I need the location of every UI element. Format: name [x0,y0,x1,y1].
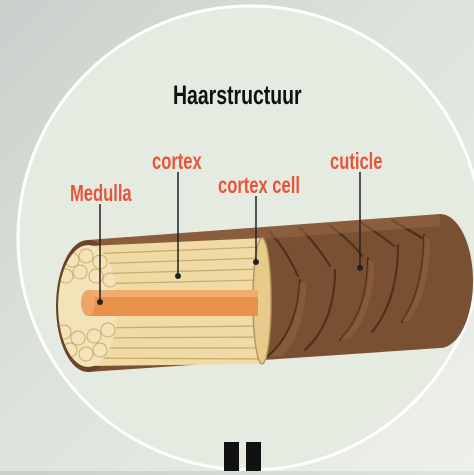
label-cortex: cortex [152,148,202,175]
label-cuticle: cuticle [330,148,382,175]
diagram-title: Haarstructuur [173,80,302,111]
medulla-end [81,290,95,316]
medulla-core [81,290,258,316]
label-medulla: Medulla [70,180,132,207]
label-cortex-cell: cortex cell [218,172,300,199]
